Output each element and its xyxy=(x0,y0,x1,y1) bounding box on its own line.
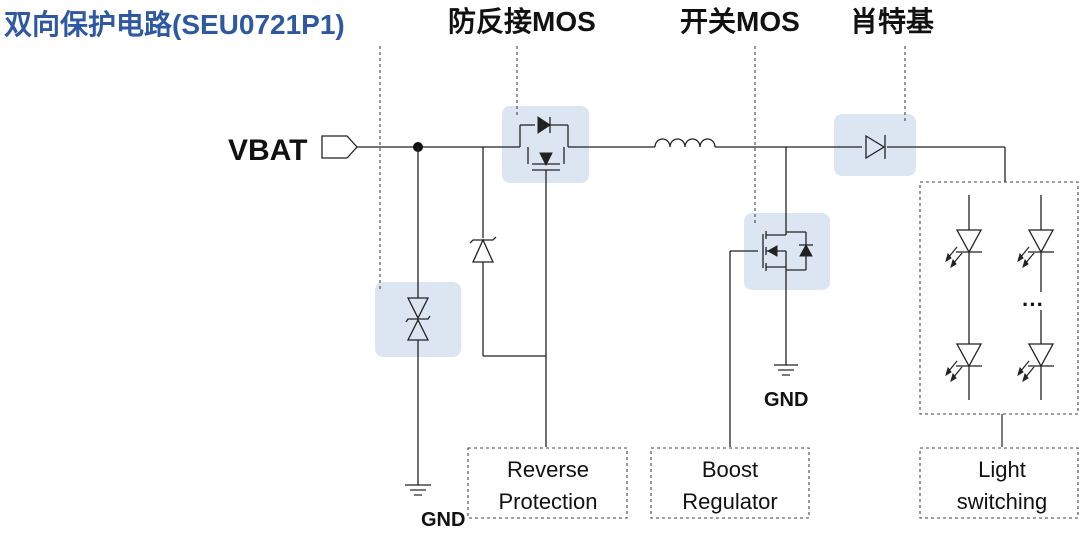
light-switching-label-1: Light xyxy=(978,457,1026,482)
gnd-label-boost: GND xyxy=(764,389,808,411)
header-reverse-mos: 防反接MOS xyxy=(448,6,596,37)
reverse-protection-label-1: Reverse xyxy=(507,457,589,482)
reverse-mos-icon xyxy=(519,116,569,171)
vbat-connector-icon xyxy=(321,135,358,159)
header-switch-mos: 开关MOS xyxy=(680,6,800,37)
reverse-protection-box xyxy=(467,447,628,519)
ground-icon xyxy=(774,364,798,376)
header-schottky: 肖特基 xyxy=(850,6,934,37)
ellipsis-label: ··· xyxy=(1022,292,1044,317)
led-array-box xyxy=(919,181,1079,415)
light-switching-box xyxy=(919,447,1079,519)
boost-regulator-label-1: Boost xyxy=(702,457,758,482)
boost-regulator-label-2: Regulator xyxy=(682,489,777,514)
led-icon xyxy=(945,343,983,383)
led-icon xyxy=(945,229,983,269)
schottky-diode-icon xyxy=(865,134,886,160)
led-icon xyxy=(1017,229,1055,269)
vbat-label: VBAT xyxy=(228,134,307,167)
diagram-title: 双向保护电路(SEU0721P1) xyxy=(4,9,345,40)
zener-diode-icon xyxy=(469,236,497,263)
inductor-icon xyxy=(654,138,716,148)
ground-icon xyxy=(405,484,431,496)
boost-regulator-box xyxy=(650,447,810,519)
dots-mask xyxy=(1018,292,1048,310)
schottky-highlight xyxy=(834,114,916,176)
led-icon xyxy=(1017,343,1055,383)
gnd-label-left: GND xyxy=(421,509,465,531)
reverse-protection-label-2: Protection xyxy=(498,489,597,514)
light-switching-label-2: switching xyxy=(957,489,1047,514)
switch-mos-icon xyxy=(762,225,813,271)
